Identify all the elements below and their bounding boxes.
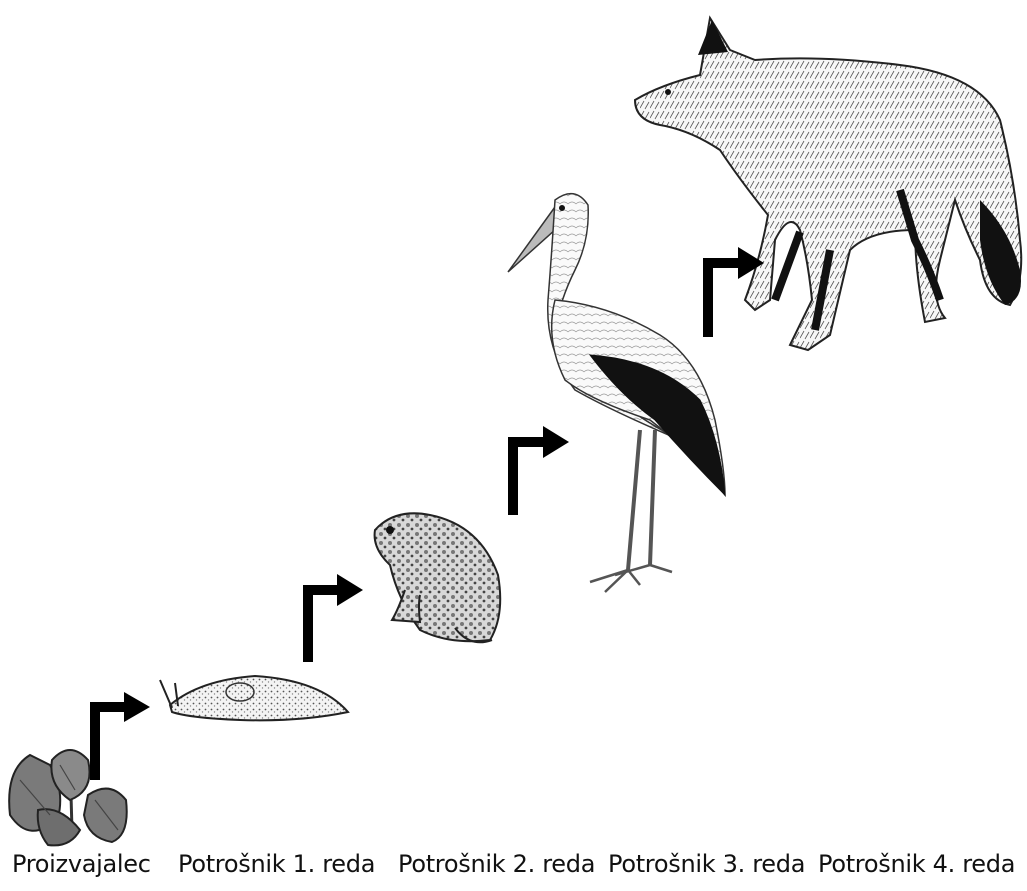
label-consumer-2: Potrošnik 2. reda xyxy=(398,850,596,878)
arrow-consumer3-to-consumer4 xyxy=(703,247,764,337)
plant-leaves-illustration xyxy=(8,749,128,847)
label-producer: Proizvajalec xyxy=(12,850,151,878)
stork-illustration xyxy=(507,192,726,593)
label-consumer-4: Potrošnik 4. reda xyxy=(818,850,1016,878)
label-consumer-3: Potrošnik 3. reda xyxy=(608,850,806,878)
toad-illustration xyxy=(373,512,502,644)
arrow-consumer1-to-consumer2 xyxy=(303,574,363,662)
arrow-producer-to-consumer1 xyxy=(90,692,150,780)
arrow-consumer2-to-consumer3 xyxy=(508,426,569,515)
label-consumer-1: Potrošnik 1. reda xyxy=(178,850,376,878)
slug-illustration xyxy=(159,674,350,722)
fox-illustration xyxy=(633,15,1023,352)
